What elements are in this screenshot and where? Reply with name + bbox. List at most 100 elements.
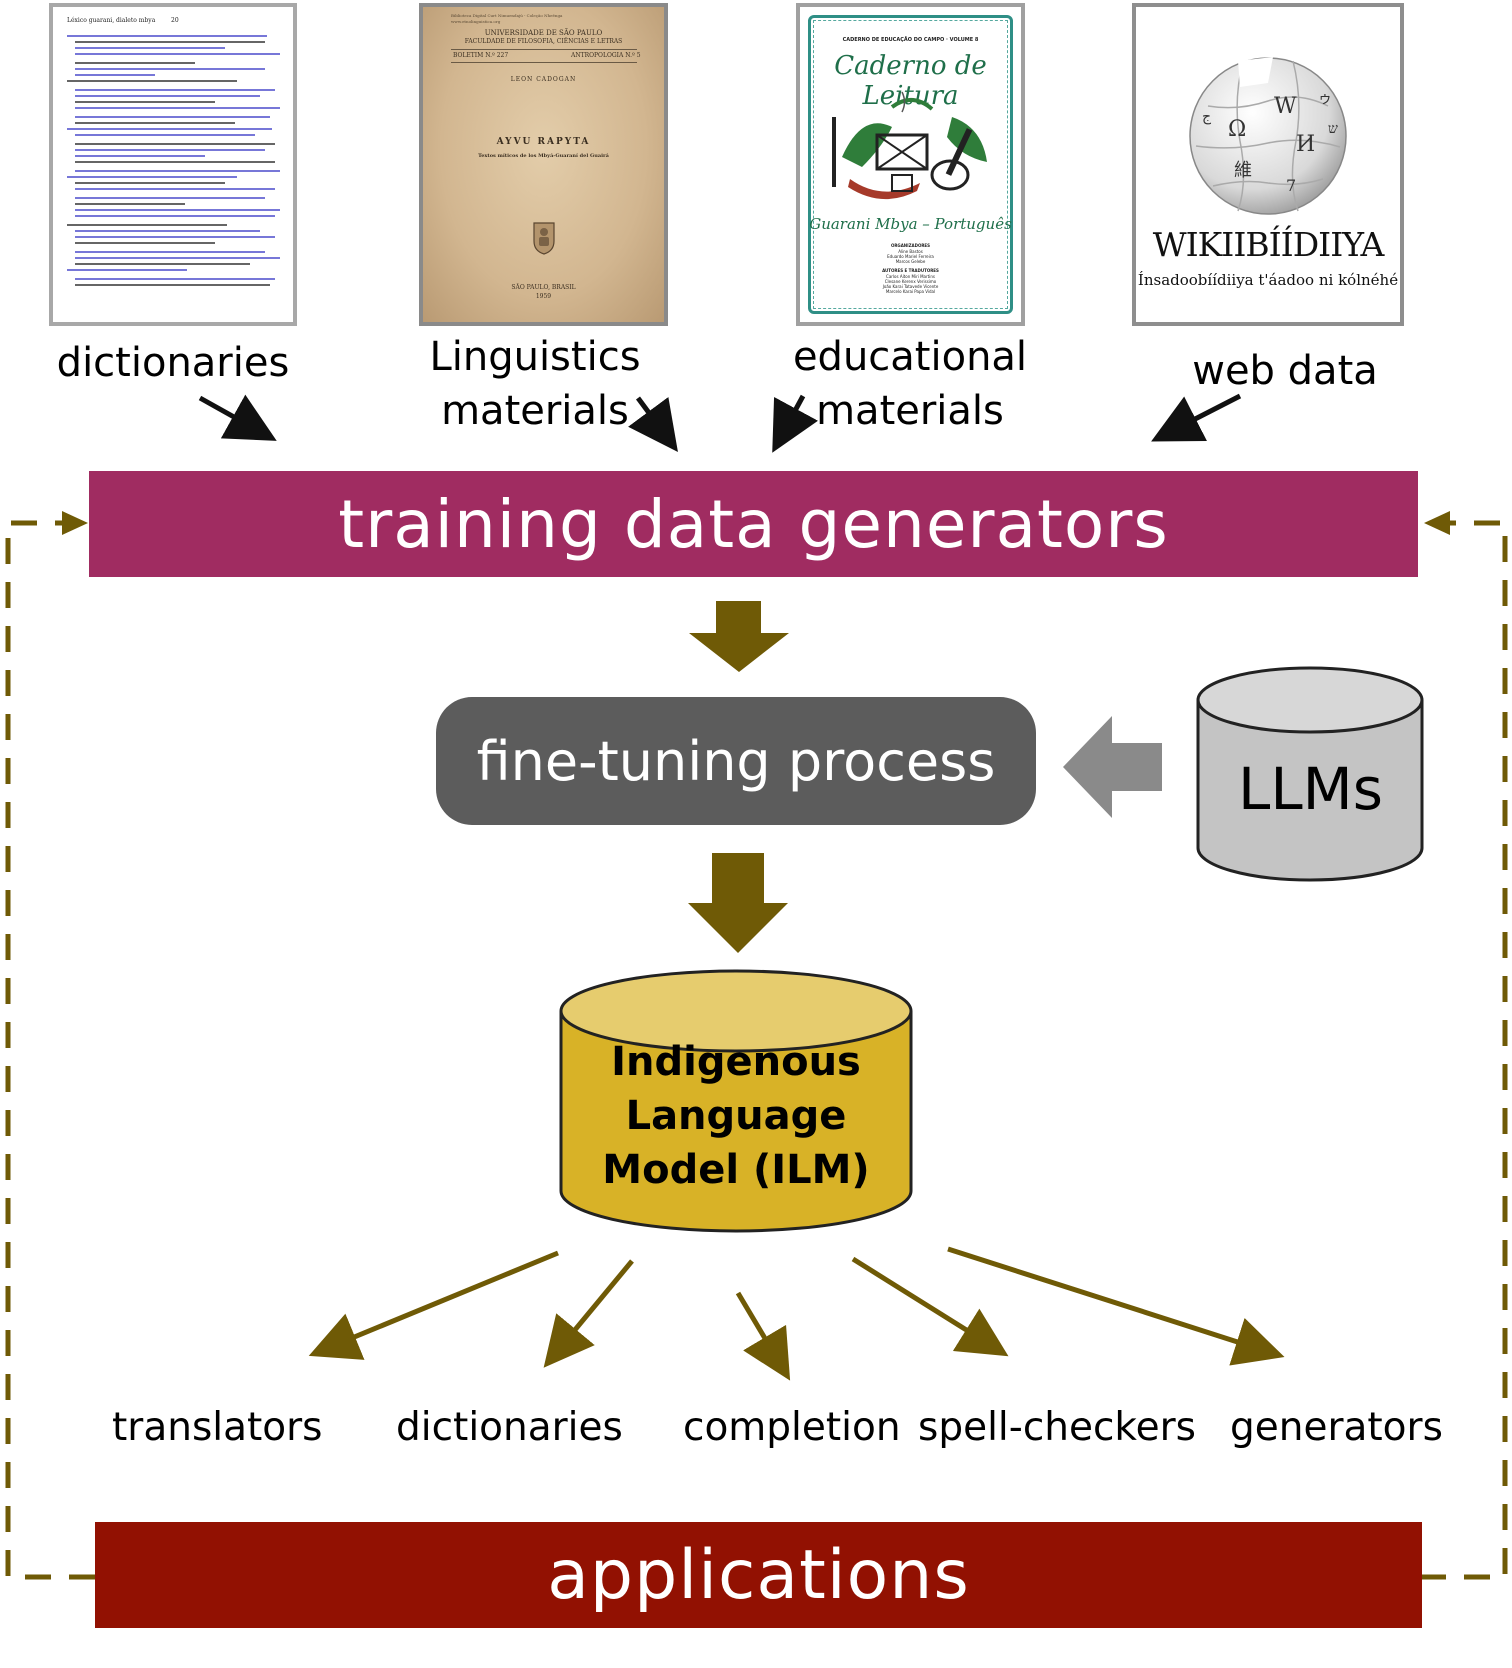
ilm-database-cylinder: Indigenous Language Model (ILM) (558, 969, 914, 1234)
wikipedia-glyph-wei: 維 (1234, 160, 1252, 181)
dictionary-page-thumbnail: Léxico guarani, dialeto mbya 20 (49, 3, 297, 326)
arrow-linguistics-to-training (628, 396, 678, 453)
dictionary-text-line (75, 209, 280, 211)
arrow-ilm-to-dictionaries (543, 1259, 634, 1368)
dictionary-text-line (75, 278, 275, 280)
dictionary-text-line (75, 230, 260, 232)
dictionary-text-line (75, 95, 260, 97)
arrow-dictionaries-to-training (198, 394, 277, 441)
educational-book-thumbnail: CADERNO DE EDUCAÇÃO DO CAMPO · VOLUME 8 … (796, 3, 1025, 326)
linguistics-book-thumbnail: Biblioteca Digital Curt Nimuendajú - Col… (419, 3, 668, 326)
booklet-author-2: Clesane Kerenx Verissimo (884, 279, 937, 284)
output-label-completion: completion (683, 1405, 901, 1450)
dictionary-text-line (75, 122, 235, 124)
output-label-dictionaries: dictionaries (396, 1405, 623, 1450)
dictionary-text-line (75, 62, 195, 64)
booklet-illustration-icon (822, 87, 1002, 212)
booklet-title: Caderno de Leitura (834, 51, 987, 111)
dictionary-text-line (75, 155, 205, 157)
wikipedia-glyph-i: И (1296, 132, 1315, 157)
dictionary-text-line (75, 203, 185, 205)
arrow-ilm-to-translators (308, 1250, 559, 1360)
ilm-label-line2: Language (625, 1093, 847, 1139)
dictionary-text-line (75, 134, 255, 136)
dictionary-text-line (75, 170, 280, 172)
fine-tuning-process-label: fine-tuning process (476, 729, 996, 793)
arrow-webdata-to-training (1151, 393, 1242, 442)
training-data-generators-bar: training data generators (89, 471, 1418, 577)
booklet-languages: Guarani Mbya – Português (809, 215, 1012, 233)
dictionary-text-line (67, 128, 272, 130)
output-label-generators: generators (1230, 1405, 1443, 1450)
llms-database-cylinder: LLMs (1195, 665, 1426, 883)
dictionary-text-line (75, 143, 275, 145)
dictionary-text-line (75, 257, 280, 259)
arrow-finetune-to-ilm (688, 853, 788, 953)
ilm-label-line3: Model (ILM) (602, 1147, 870, 1193)
dictionary-text-line (75, 149, 265, 151)
dictionary-text-line (75, 74, 155, 76)
loop-arrowhead-left (62, 511, 88, 535)
booklet-series: CADERNO DE EDUCAÇÃO DO CAMPO · VOLUME 8 (842, 37, 979, 43)
loop-arrowhead-right (1424, 511, 1450, 535)
book-faculty: FACULDADE DE FILOSOFIA, CIÊNCIAS E LETRA… (464, 38, 623, 45)
wikipedia-glyph-wu: ゥ (1318, 91, 1332, 107)
dictionary-text-line (67, 269, 187, 271)
dictionary-text-line (75, 182, 225, 184)
arrow-ilm-to-generators (947, 1246, 1285, 1366)
dictionary-text-line (75, 89, 275, 91)
dictionary-text-line (75, 215, 275, 217)
dictionary-page-header: Léxico guarani, dialeto mbya (67, 17, 156, 24)
book-emblem-icon (531, 221, 557, 255)
book-city: SÃO PAULO, BRASIL (511, 284, 576, 291)
dictionary-text-line (75, 116, 270, 118)
dictionary-text-line (75, 53, 280, 55)
source-label-dictionaries: dictionaries (56, 340, 290, 386)
wikipedia-glyph-shin: ש (1328, 121, 1338, 137)
arrow-ilm-to-spell-checkers (851, 1256, 1009, 1357)
book-bulletin: BOLETIM N.º 227 (453, 52, 509, 59)
book-university: UNIVERSIDADE DE SÃO PAULO (484, 29, 603, 37)
dictionary-text-line (67, 224, 227, 226)
arrow-training-to-finetune (689, 601, 789, 672)
booklet-author-4: Marcelo Karai Papa Vidal (885, 289, 936, 294)
dictionary-text-line (75, 242, 215, 244)
booklet-organizers-label: ORGANIZADORES (890, 243, 931, 248)
dictionary-text-line (75, 263, 250, 265)
booklet-author-3: João Karai Tatavede Vicente (882, 284, 939, 289)
wikipedia-globe-icon: W Ω И 維 ゥ ج ש 7 (1178, 51, 1358, 216)
wikipedia-wordmark: WIKIIBÍÍDIIYA (1152, 225, 1385, 264)
source-label-educational-line1: educational (792, 334, 1028, 380)
book-year: 1959 (535, 293, 552, 300)
training-data-generators-label: training data generators (338, 485, 1169, 563)
dictionary-page-number: 20 (171, 17, 179, 24)
wikipedia-tagline: Ínsadoobíídiiya t'áadoo ni kólnéhé (1137, 271, 1399, 289)
wikipedia-glyph-seven: 7 (1286, 176, 1296, 195)
dictionary-text-line (67, 35, 267, 37)
booklet-author-1: Carlos Aiton Miri Martins (886, 274, 935, 279)
ilm-label-line1: Indigenous (611, 1039, 861, 1085)
dictionary-text-line (75, 68, 265, 70)
source-label-linguistics-line1: Linguistics (429, 334, 641, 380)
book-digital-library-line: Biblioteca Digital Curt Nimuendajú - Col… (451, 13, 563, 18)
dictionary-text-line (75, 188, 275, 190)
source-label-linguistics-line2: materials (441, 388, 629, 434)
booklet-organizer-2: Eduardo Mariel Ferreira (887, 254, 934, 259)
source-label-educational-line2: materials (816, 388, 1004, 434)
book-series: ANTROPOLOGIA N.º 5 (571, 52, 641, 59)
applications-bar: applications (95, 1522, 1422, 1628)
wikipedia-glyph-jeem: ج (1202, 109, 1212, 125)
dictionary-text-line (75, 197, 265, 199)
dictionary-text-line (67, 176, 237, 178)
dictionary-text-line (75, 47, 225, 49)
feedback-loop-dashed (5, 520, 1508, 1580)
wikipedia-thumbnail: W Ω И 維 ゥ ج ש 7 WIKIIBÍÍDIIYA Ínsadoobíí… (1132, 3, 1404, 326)
booklet-organizer-3: Marcos Gelebe (895, 259, 926, 264)
book-author: LEON CADOGAN (510, 76, 577, 83)
output-label-spell-checkers: spell-checkers (918, 1405, 1196, 1450)
fine-tuning-process-box: fine-tuning process (436, 697, 1036, 825)
booklet-organizer-1: Aline Bastos (898, 249, 923, 254)
dictionary-text-line (75, 284, 270, 286)
dictionary-text-line (75, 41, 265, 43)
